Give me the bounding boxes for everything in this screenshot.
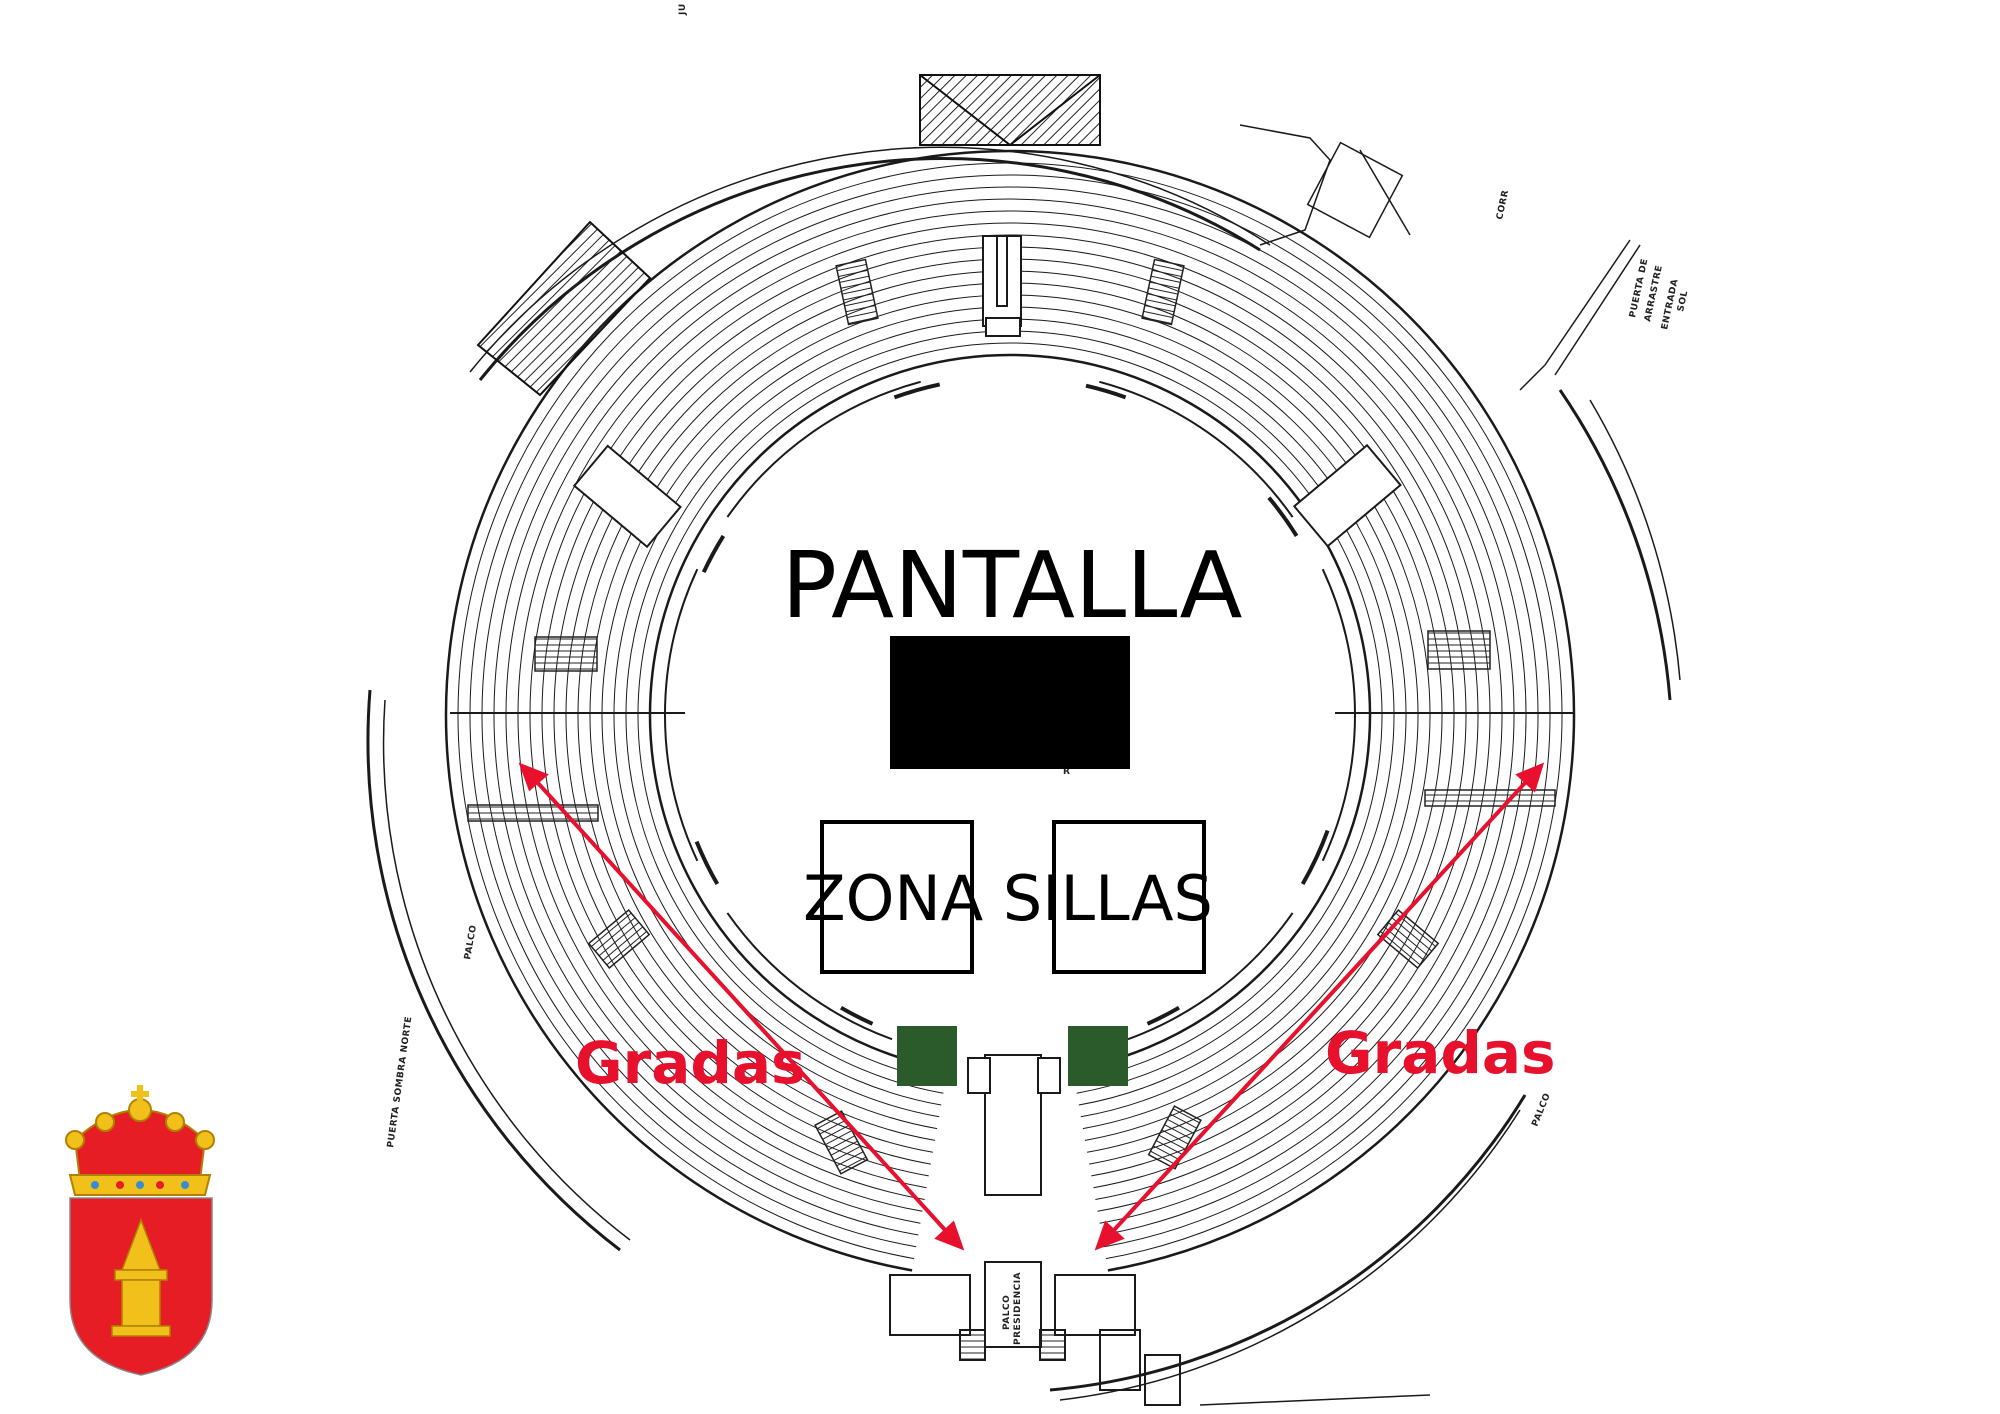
box-label-2: PRESIDENCIA bbox=[1013, 1272, 1023, 1345]
arrow-icon bbox=[525, 769, 958, 1244]
shaded-sectors bbox=[476, 74, 1101, 397]
stands-left-label: Gradas bbox=[575, 1029, 806, 1097]
green-marker-right bbox=[1068, 1026, 1128, 1086]
corrals-annex bbox=[1239, 124, 1641, 391]
chair-zone-left bbox=[820, 820, 974, 974]
box-label-1: PALCO bbox=[1002, 1295, 1012, 1330]
chair-zone-right bbox=[1052, 820, 1206, 974]
gate-north-label: PUERTA SOMBRA NORTE bbox=[386, 1016, 414, 1149]
main-entrance bbox=[889, 1261, 1181, 1406]
stands-arrows bbox=[518, 762, 1545, 1251]
screen-block bbox=[890, 636, 1130, 769]
stall-right-label: PALCO bbox=[1531, 1092, 1553, 1128]
stair-blocks bbox=[467, 258, 1556, 1175]
gate-sun-label-4: SOL bbox=[1676, 290, 1690, 313]
arena-boundary bbox=[663, 380, 1356, 1041]
arrow-icon bbox=[1101, 769, 1538, 1244]
stands-right-label: Gradas bbox=[1325, 1019, 1556, 1087]
aisles bbox=[450, 235, 1575, 1196]
ring-mark: R bbox=[1063, 767, 1070, 777]
chairs-label: ZONA SILLAS bbox=[803, 862, 1213, 935]
screen-label: PANTALLA bbox=[782, 532, 1243, 639]
green-marker-left bbox=[897, 1026, 957, 1086]
stall-left-label: PALCO bbox=[463, 924, 479, 960]
top-mark-a: JU bbox=[678, 3, 688, 16]
coat-of-arms-icon bbox=[65, 1085, 215, 1376]
top-mark-b: CORR bbox=[1495, 189, 1511, 221]
